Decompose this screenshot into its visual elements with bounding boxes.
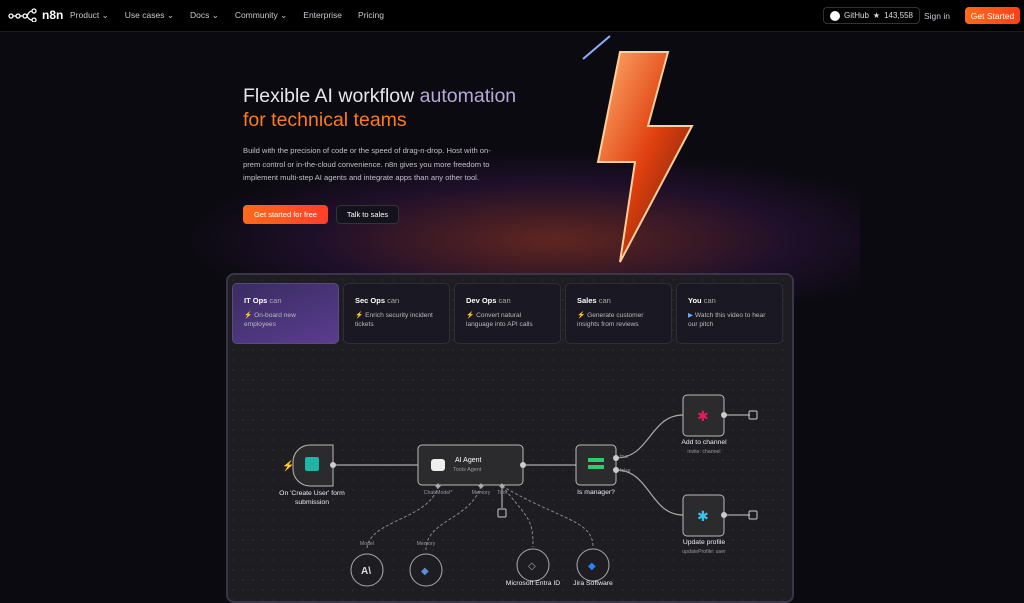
entra-label: Microsoft Entra ID xyxy=(505,580,561,587)
jira-icon: ◆ xyxy=(588,561,596,572)
true-branch-label: true xyxy=(620,454,629,460)
slack-node-add[interactable]: ✱ xyxy=(682,394,725,437)
star-icon: ★ xyxy=(872,11,881,20)
slack2-label: Update profile xyxy=(682,539,726,546)
slack-icon: ✱ xyxy=(697,408,709,424)
brand-name: n8n xyxy=(42,8,64,22)
trigger-lightning-icon: ⚡ xyxy=(282,459,294,472)
talk-to-sales-button[interactable]: Talk to sales xyxy=(336,205,399,224)
anthropic-icon: A\ xyxy=(361,566,371,577)
nav-enterprise[interactable]: Enterprise xyxy=(303,10,343,20)
play-icon: ▶ xyxy=(688,312,694,319)
memory-port-label: Memory xyxy=(416,541,436,547)
tab-you[interactable]: You can▶ Watch this video to hear our pi… xyxy=(676,283,783,344)
entra-id-node xyxy=(516,548,550,582)
if-node[interactable] xyxy=(575,444,617,486)
nav-use-cases[interactable]: Use cases ⌄ xyxy=(124,10,174,20)
port-chat-model: Chat Model* xyxy=(423,490,453,496)
lightning-icon: ⚡ xyxy=(355,312,364,319)
nav-community[interactable]: Community ⌄ xyxy=(234,10,288,20)
lightning-icon: ⚡ xyxy=(244,312,253,319)
n8n-logo-icon xyxy=(8,8,37,22)
add-tool-button xyxy=(497,508,507,518)
trigger-label: On 'Create User' form submission xyxy=(279,490,345,506)
port-memory: Memory xyxy=(471,490,491,496)
workflow-canvas: ⚡ ✱ ✱ A\ ◆ ◇ ◆ xyxy=(282,394,758,587)
github-button[interactable]: GitHub★143,558 xyxy=(823,7,920,24)
nav-pricing[interactable]: Pricing xyxy=(358,10,385,20)
sign-in-link[interactable]: Sign in xyxy=(924,11,950,21)
postgres-memory-node xyxy=(409,553,443,587)
anthropic-model-node xyxy=(350,553,384,587)
false-branch-label: false xyxy=(620,468,631,474)
model-port-label: Model xyxy=(359,541,375,547)
port-tool: Tool xyxy=(497,490,507,496)
add-node-button-1 xyxy=(748,410,758,420)
robot-icon xyxy=(431,459,445,471)
tab-it-ops[interactable]: IT Ops can⚡ On-board new employees xyxy=(232,283,339,344)
trigger-node[interactable] xyxy=(292,444,334,487)
add-node-button-2 xyxy=(748,510,758,520)
lightning-icon: ⚡ xyxy=(466,312,475,319)
slack-node-update[interactable]: ✱ xyxy=(682,494,725,537)
ai-agent-node[interactable] xyxy=(417,444,524,486)
if-label: Is manager? xyxy=(577,489,615,496)
form-icon xyxy=(305,457,319,471)
get-started-button[interactable]: Get Started xyxy=(965,7,1020,24)
slack-icon: ✱ xyxy=(697,508,709,524)
entra-icon: ◇ xyxy=(528,561,536,572)
n8n-logo[interactable]: n8n xyxy=(8,8,63,22)
nav-product[interactable]: Product ⌄ xyxy=(70,10,109,20)
lightning-bolt-icon xyxy=(582,35,694,263)
get-started-free-button[interactable]: Get started for free xyxy=(243,205,328,224)
use-case-tabs: IT Ops can⚡ On-board new employees Sec O… xyxy=(232,283,783,344)
lightning-icon: ⚡ xyxy=(577,312,586,319)
jira-label: Jira Software xyxy=(573,580,613,587)
github-icon xyxy=(830,10,840,21)
tab-dev-ops[interactable]: Dev Ops can⚡ Convert natural language in… xyxy=(454,283,561,344)
agent-title: AI Agent xyxy=(455,457,482,464)
tab-sec-ops[interactable]: Sec Ops can⚡ Enrich security incident ti… xyxy=(343,283,450,344)
postgres-icon: ◆ xyxy=(421,566,429,577)
jira-node xyxy=(576,548,610,582)
slack1-label: Add to channel xyxy=(681,439,727,446)
top-nav: n8n Product ⌄ Use cases ⌄ Docs ⌄ Communi… xyxy=(0,0,1024,32)
tab-sales[interactable]: Sales can⚡ Generate customer insights fr… xyxy=(565,283,672,344)
slack1-sub: invite: channel xyxy=(687,449,721,455)
nav-docs[interactable]: Docs ⌄ xyxy=(189,10,219,20)
signpost-icon xyxy=(588,458,604,462)
agent-subtitle: Tools Agent xyxy=(453,467,482,473)
github-stars: 143,558 xyxy=(884,11,913,20)
slack2-sub: updateProfile: user xyxy=(682,549,726,555)
hero-subtitle: Build with the precision of code or the … xyxy=(243,146,491,182)
